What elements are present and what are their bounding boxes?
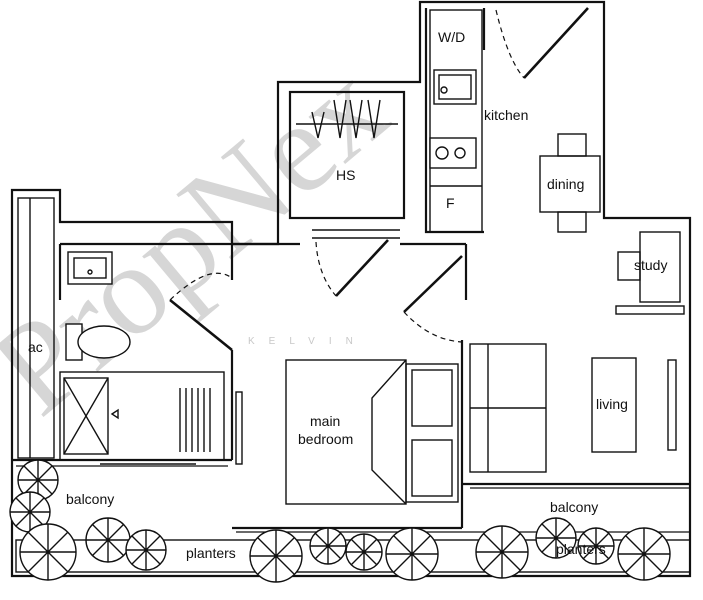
kitchen-counter: [429, 9, 483, 233]
label-ac: ac: [28, 339, 43, 355]
label-planters-left: planters: [186, 545, 236, 561]
label-balcony-right: balcony: [550, 499, 598, 515]
shrub-icon: [617, 527, 671, 581]
ac-ledge: [17, 197, 55, 459]
shrub-icon: [309, 527, 347, 565]
shrub-icon: [475, 525, 529, 579]
label-wd: W/D: [438, 29, 465, 45]
living-furniture: [469, 343, 677, 473]
kitchen-door: [495, 7, 589, 79]
hs-door: [312, 229, 400, 297]
bathroom-door: [169, 272, 233, 352]
cooktop-icon: [429, 137, 477, 169]
dining-set: [539, 133, 601, 233]
label-living: living: [596, 396, 628, 412]
hanger-icon: [311, 99, 381, 139]
bedroom-door: [403, 255, 463, 343]
shrub-icon: [125, 529, 167, 571]
bathroom: [59, 251, 225, 465]
label-main-bedroom-line1: main: [310, 413, 340, 429]
planter-shrubs: [9, 459, 671, 583]
shrub-icon: [535, 517, 577, 559]
shrub-icon: [385, 527, 439, 581]
interior-walls: [12, 242, 690, 530]
room-labels: W/D kitchen HS F dining study ac living …: [28, 29, 667, 561]
label-hs: HS: [336, 167, 355, 183]
label-main-bedroom-line2: bedroom: [298, 431, 353, 447]
shrub-icon: [249, 529, 303, 583]
label-fridge: F: [446, 195, 455, 211]
label-dining: dining: [547, 176, 584, 192]
household-shelter: [288, 90, 406, 220]
shrub-icon: [577, 527, 615, 565]
tv-console-icon: [591, 357, 637, 453]
label-study: study: [634, 257, 667, 273]
main-bedroom-furniture: [235, 359, 459, 505]
label-balcony-left: balcony: [66, 491, 114, 507]
shower-icon: [63, 377, 109, 455]
shrub-icon: [17, 459, 59, 501]
label-planters-right: planters: [556, 541, 606, 557]
shrub-icon: [85, 517, 131, 563]
shrub-icon: [19, 523, 77, 581]
label-kitchen: kitchen: [484, 107, 528, 123]
study-desk: [615, 231, 685, 315]
shrub-icon: [345, 533, 383, 571]
watermark-secondary-text: KELVIN: [248, 336, 367, 347]
